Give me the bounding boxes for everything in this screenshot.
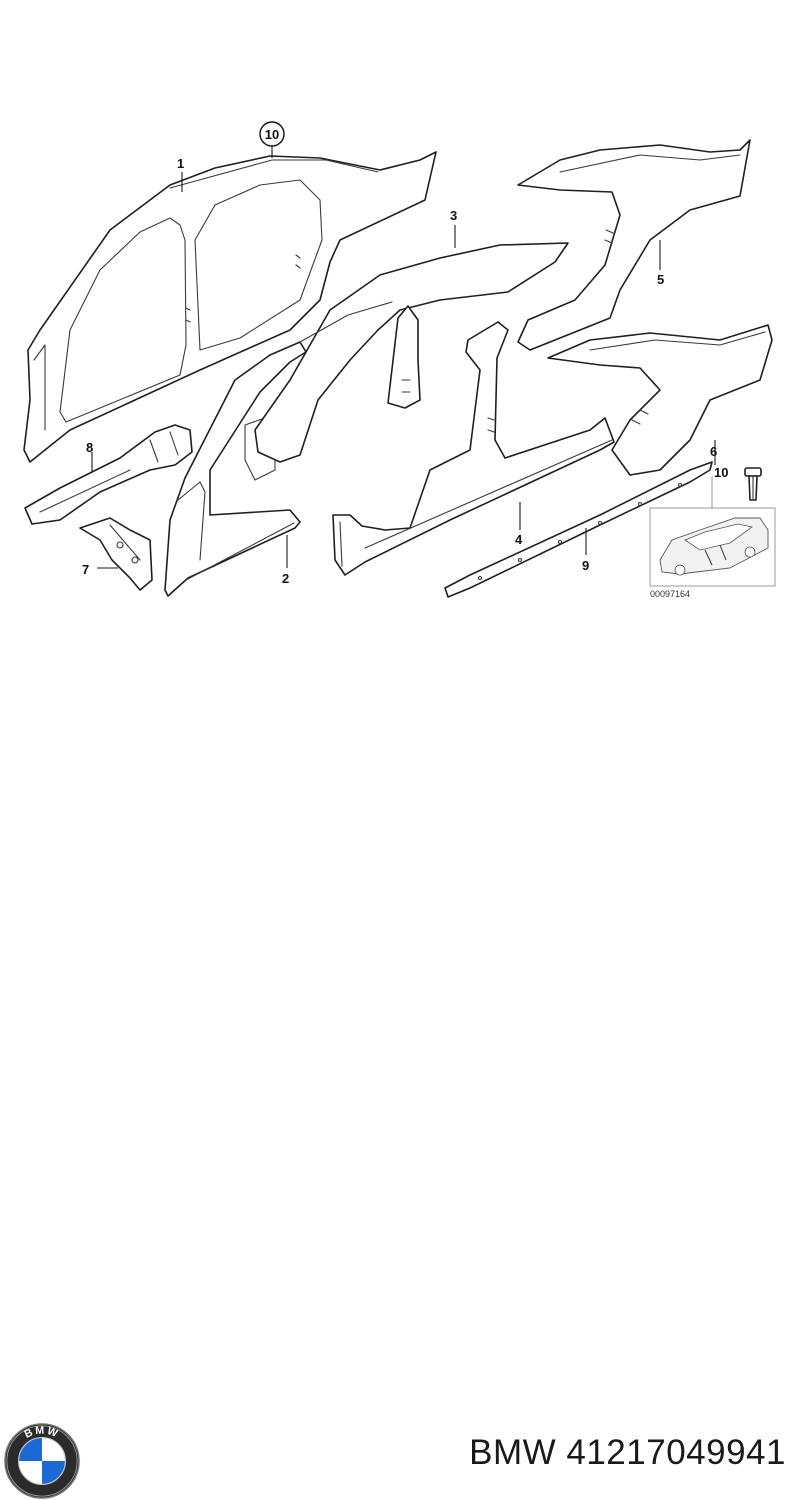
callout-9: 9	[582, 558, 589, 573]
callout-labels: 1 2 3 4 5 6 7 8 9 10 10 00097164	[82, 121, 728, 599]
part-8-reinforcement	[24, 424, 193, 525]
part-1-side-frame	[23, 151, 437, 463]
product-part-number: BMW 41217049941	[469, 1433, 786, 1472]
callout-4: 4	[515, 532, 523, 547]
inset-car-thumbnail	[649, 507, 776, 587]
diagram-reference-number: 00097164	[650, 589, 690, 599]
part-6-rear-quarter-panel	[547, 324, 773, 476]
brand-footer: BMW BMW 41217049941	[0, 700, 800, 1499]
callout-3: 3	[450, 208, 457, 223]
callout-6: 6	[710, 444, 717, 459]
callout-10-rivet: 10	[714, 465, 728, 480]
part-9-sill-strip	[444, 461, 713, 598]
callout-10-circled: 10	[265, 127, 279, 142]
parts-diagram: 1 2 3 4 5 6 7 8 9 10 10 00097164	[23, 121, 776, 599]
callout-1: 1	[177, 156, 184, 171]
part-4-rocker-panel	[332, 321, 615, 576]
part-7-bracket	[79, 517, 153, 591]
part-2-pillar-sill-inner	[164, 341, 307, 597]
part-5-rear-quarter	[517, 139, 751, 351]
part-3-roof-rail-inner	[254, 242, 569, 463]
leader-lines	[91, 146, 716, 569]
callout-2: 2	[282, 571, 289, 586]
callout-8: 8	[86, 440, 93, 455]
part-10-rivet	[744, 467, 762, 501]
callout-10-circle	[259, 121, 285, 147]
callout-7: 7	[82, 562, 89, 577]
bmw-roundel-icon: BMW	[4, 1423, 80, 1499]
callout-5: 5	[657, 272, 664, 287]
